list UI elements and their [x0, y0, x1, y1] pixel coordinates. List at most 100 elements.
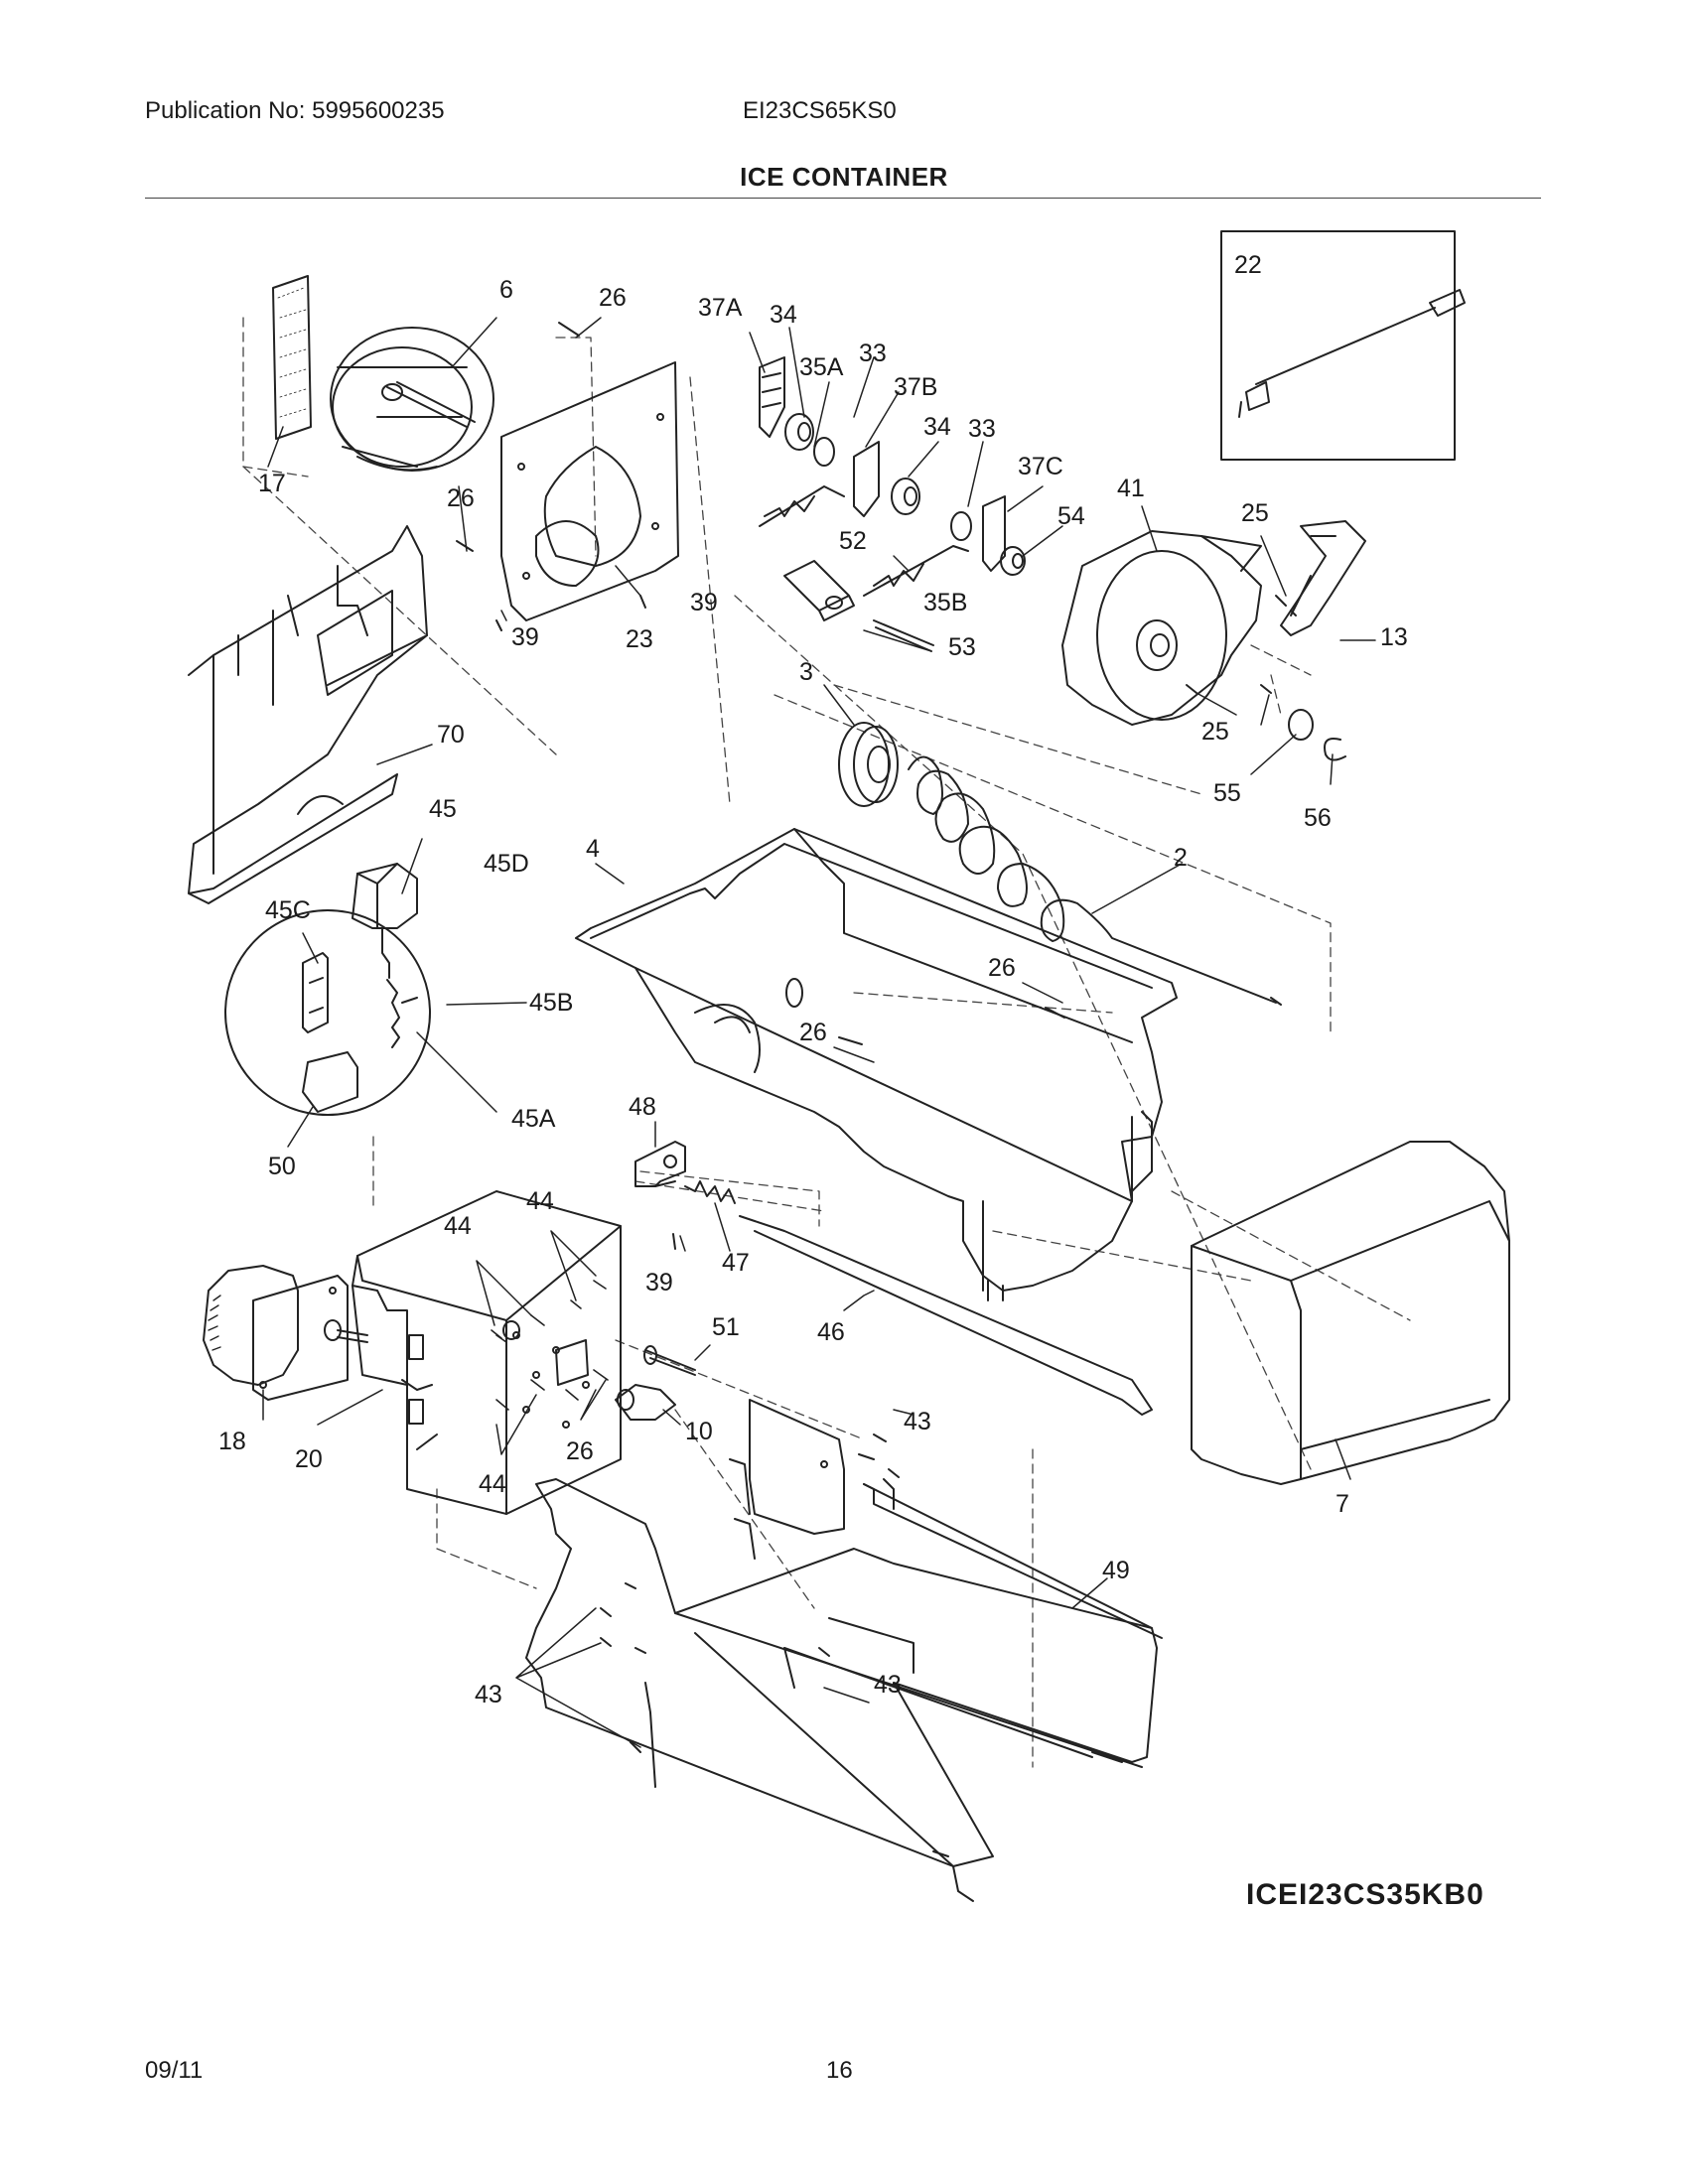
callouts: 6 26 37A 34 35A 33 37B 34 33 37C 41 54 2… — [218, 251, 1408, 1708]
callout-13: 13 — [1380, 623, 1408, 651]
callout-26: 26 — [799, 1019, 827, 1046]
part-49-tray — [525, 1478, 1163, 1902]
part-33-washer-b — [950, 511, 972, 541]
alignment-lines — [242, 317, 1411, 1768]
part-23-plate — [500, 361, 679, 621]
part-45-inset — [224, 863, 431, 1116]
part-2-auger — [908, 755, 1282, 1006]
callout-26: 26 — [599, 284, 627, 312]
part-17-filter — [272, 275, 312, 440]
part-47-spring — [654, 1180, 736, 1204]
diagram-reference-code: ICEI23CS35KB0 — [1246, 1878, 1484, 1911]
callout-26: 26 — [447, 484, 475, 512]
callout-43: 43 — [904, 1408, 931, 1435]
callout-26: 26 — [988, 954, 1016, 982]
callout-25: 25 — [1201, 718, 1229, 746]
callout-4: 4 — [586, 835, 600, 863]
callout-35a: 35A — [799, 353, 844, 381]
callout-45: 45 — [429, 795, 457, 823]
header-rule — [145, 198, 1541, 199]
callout-45b: 45B — [529, 989, 573, 1017]
part-4-ice-container — [575, 828, 1178, 1301]
callout-39: 39 — [511, 623, 539, 651]
callout-45a: 45A — [511, 1105, 556, 1133]
callout-44: 44 — [444, 1212, 472, 1240]
callout-51: 51 — [712, 1313, 740, 1341]
part-46-rod — [739, 1215, 1153, 1416]
part-41-housing — [1061, 530, 1262, 726]
part-37c-bracket — [982, 495, 1006, 572]
part-18-motor — [203, 1265, 368, 1401]
publication-date: 09/11 — [145, 2057, 204, 2084]
callout-2: 2 — [1174, 844, 1188, 872]
part-20-motor-housing — [352, 1190, 622, 1515]
callout-37c: 37C — [1018, 453, 1063, 480]
callout-17: 17 — [258, 470, 286, 497]
callout-43: 43 — [874, 1671, 902, 1699]
model-number: EI23CS65KS0 — [743, 97, 897, 124]
part-13-shroud — [1280, 520, 1366, 636]
callout-22: 22 — [1234, 251, 1262, 279]
part-25-screws — [1186, 595, 1297, 694]
part-52-clip — [783, 560, 855, 621]
callout-43: 43 — [475, 1681, 502, 1708]
callout-33: 33 — [859, 340, 887, 367]
callout-34: 34 — [923, 413, 951, 441]
callout-23: 23 — [626, 625, 653, 653]
part-37a-bracket — [759, 356, 785, 438]
part-56-clip — [1324, 738, 1346, 761]
callout-26: 26 — [566, 1437, 594, 1465]
callout-33: 33 — [968, 415, 996, 443]
part-35b-spring-plate — [863, 545, 969, 597]
callout-56: 56 — [1304, 804, 1332, 832]
part-34-bushing-b — [891, 478, 920, 515]
part-54-bearing — [1000, 546, 1026, 576]
callout-44: 44 — [479, 1470, 506, 1498]
callout-3: 3 — [799, 658, 813, 686]
callout-54: 54 — [1057, 502, 1085, 530]
part-35a-spring-plate — [759, 485, 845, 527]
page-number: 16 — [826, 2057, 853, 2084]
leader-lines — [262, 317, 1376, 1748]
callout-18: 18 — [218, 1428, 246, 1455]
callout-39: 39 — [690, 589, 718, 616]
callout-6: 6 — [499, 276, 513, 304]
callout-41: 41 — [1117, 475, 1145, 502]
callout-20: 20 — [295, 1445, 323, 1473]
callout-44: 44 — [526, 1187, 554, 1215]
callout-34: 34 — [770, 301, 797, 329]
part-10-cam — [615, 1384, 676, 1421]
part-34-bushing-a — [784, 413, 814, 451]
callout-39: 39 — [645, 1269, 673, 1297]
part-3-gear — [838, 722, 899, 807]
callout-46: 46 — [817, 1318, 845, 1346]
scattered-screws — [456, 322, 1065, 1753]
callout-25: 25 — [1241, 499, 1269, 527]
part-7-cover — [1191, 1141, 1510, 1485]
callout-53: 53 — [948, 633, 976, 661]
callout-50: 50 — [268, 1153, 296, 1180]
callout-35b: 35B — [923, 589, 967, 616]
callout-45d: 45D — [484, 850, 529, 878]
part-22-inset — [1220, 230, 1466, 461]
callout-7: 7 — [1336, 1490, 1349, 1518]
part-53-rod — [873, 619, 934, 652]
publication-number: Publication No: 5995600235 — [145, 97, 445, 124]
part-43-bracket — [729, 1399, 895, 1560]
callout-55: 55 — [1213, 779, 1241, 807]
callout-47: 47 — [722, 1249, 750, 1277]
callout-37a: 37A — [698, 294, 743, 322]
callout-10: 10 — [685, 1418, 713, 1445]
part-44-screws — [491, 1280, 609, 1411]
part-70-bracket — [188, 525, 428, 904]
page-title: ICE CONTAINER — [740, 162, 948, 192]
callout-52: 52 — [839, 527, 867, 555]
part-6-drum — [330, 327, 494, 472]
callout-45c: 45C — [265, 896, 311, 924]
callout-70: 70 — [437, 721, 465, 749]
part-48-bracket — [634, 1141, 686, 1187]
callout-49: 49 — [1102, 1557, 1130, 1584]
part-37b-bracket — [853, 441, 880, 517]
part-33-washer-a — [813, 437, 835, 467]
